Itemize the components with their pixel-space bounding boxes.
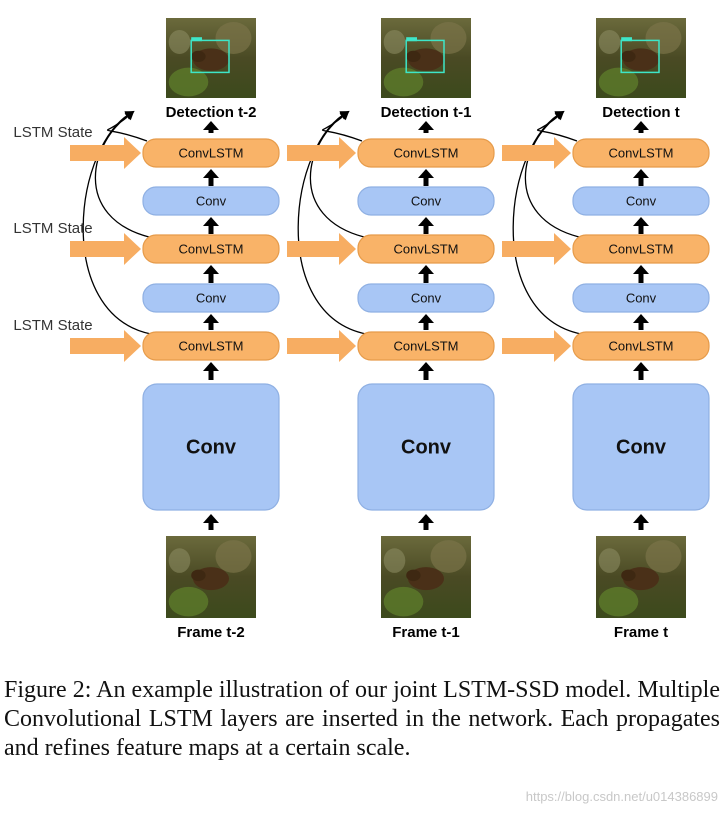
lstm-state-arrow xyxy=(70,137,141,169)
up-arrow xyxy=(203,314,219,330)
convlstm-box: ConvLSTM xyxy=(357,234,495,264)
lstm-state-arrow xyxy=(502,233,571,265)
skip-connection-curve xyxy=(524,110,580,238)
up-arrow xyxy=(418,514,434,530)
up-arrow xyxy=(633,217,649,234)
conv-label: Conv xyxy=(196,290,227,305)
conv-box: Conv xyxy=(572,283,710,313)
big-conv-label: Conv xyxy=(186,436,237,458)
conv-label: Conv xyxy=(196,193,227,208)
convlstm-label: ConvLSTM xyxy=(178,241,243,256)
big-conv-label: Conv xyxy=(401,436,452,458)
frame-label: Frame t xyxy=(614,624,668,641)
up-arrow xyxy=(203,217,219,234)
skip-connection-curve xyxy=(512,111,582,335)
detection-photo xyxy=(166,18,256,98)
up-arrow xyxy=(418,265,434,283)
up-arrow xyxy=(203,121,219,133)
detection-photo xyxy=(596,18,686,98)
convlstm-box: ConvLSTM xyxy=(142,331,280,361)
lstm-state-label: LSTM State xyxy=(13,317,92,334)
conv-box: Conv xyxy=(572,186,710,216)
conv-label: Conv xyxy=(626,290,657,305)
lstm-state-label: LSTM State xyxy=(13,124,92,141)
detection-label: Detection t xyxy=(602,104,680,121)
skip-connection-curve xyxy=(309,110,365,238)
up-arrow xyxy=(418,362,434,380)
convlstm-box: ConvLSTM xyxy=(572,331,710,361)
convlstm-box: ConvLSTM xyxy=(357,138,495,168)
big-conv-box: Conv xyxy=(142,383,280,511)
lstm-state-arrow xyxy=(70,330,141,362)
convlstm-box: ConvLSTM xyxy=(142,138,280,168)
lstm-state-arrow xyxy=(287,137,356,169)
lstm-state-arrow xyxy=(287,330,356,362)
lstm-state-arrow xyxy=(70,233,141,265)
convlstm-label: ConvLSTM xyxy=(393,338,458,353)
up-arrow xyxy=(203,169,219,186)
convlstm-label: ConvLSTM xyxy=(608,145,673,160)
up-arrow xyxy=(203,362,219,380)
big-conv-box: Conv xyxy=(357,383,495,511)
convlstm-label: ConvLSTM xyxy=(608,338,673,353)
skip-connection-curve xyxy=(297,111,367,335)
skip-connection-curve xyxy=(82,111,152,335)
up-arrow xyxy=(633,514,649,530)
convlstm-label: ConvLSTM xyxy=(393,241,458,256)
lstm-state-label: LSTM State xyxy=(13,220,92,237)
up-arrow xyxy=(203,265,219,283)
convlstm-box: ConvLSTM xyxy=(572,138,710,168)
watermark: https://blog.csdn.net/u014386899 xyxy=(525,789,718,804)
figure-caption: Figure 2: An example illustration of our… xyxy=(4,677,720,761)
convlstm-label: ConvLSTM xyxy=(608,241,673,256)
up-arrow xyxy=(633,314,649,330)
conv-box: Conv xyxy=(142,283,280,313)
up-arrow xyxy=(418,121,434,133)
convlstm-box: ConvLSTM xyxy=(142,234,280,264)
up-arrow xyxy=(633,362,649,380)
detection-label: Detection t-1 xyxy=(381,104,472,121)
skip-connection-curve xyxy=(94,110,150,238)
convlstm-box: ConvLSTM xyxy=(572,234,710,264)
big-conv-box: Conv xyxy=(572,383,710,511)
big-conv-label: Conv xyxy=(616,436,667,458)
conv-box: Conv xyxy=(142,186,280,216)
detection-photo xyxy=(381,18,471,98)
frame-photo xyxy=(166,536,256,618)
up-arrow xyxy=(418,217,434,234)
detection-label: Detection t-2 xyxy=(166,104,257,121)
frame-label: Frame t-1 xyxy=(392,624,460,641)
up-arrow xyxy=(418,169,434,186)
up-arrow xyxy=(418,314,434,330)
conv-label: Conv xyxy=(411,290,442,305)
lstm-state-arrow xyxy=(287,233,356,265)
conv-box: Conv xyxy=(357,283,495,313)
up-arrow xyxy=(633,121,649,133)
convlstm-label: ConvLSTM xyxy=(393,145,458,160)
convlstm-box: ConvLSTM xyxy=(357,331,495,361)
up-arrow xyxy=(203,514,219,530)
up-arrow xyxy=(633,265,649,283)
conv-box: Conv xyxy=(357,186,495,216)
conv-label: Conv xyxy=(626,193,657,208)
frame-photo xyxy=(596,536,686,618)
conv-label: Conv xyxy=(411,193,442,208)
convlstm-label: ConvLSTM xyxy=(178,338,243,353)
convlstm-label: ConvLSTM xyxy=(178,145,243,160)
lstm-state-arrow xyxy=(502,137,571,169)
frame-photo xyxy=(381,536,471,618)
up-arrow xyxy=(633,169,649,186)
lstm-state-arrow xyxy=(502,330,571,362)
skip-connection-curves xyxy=(82,110,582,335)
frame-label: Frame t-2 xyxy=(177,624,245,641)
